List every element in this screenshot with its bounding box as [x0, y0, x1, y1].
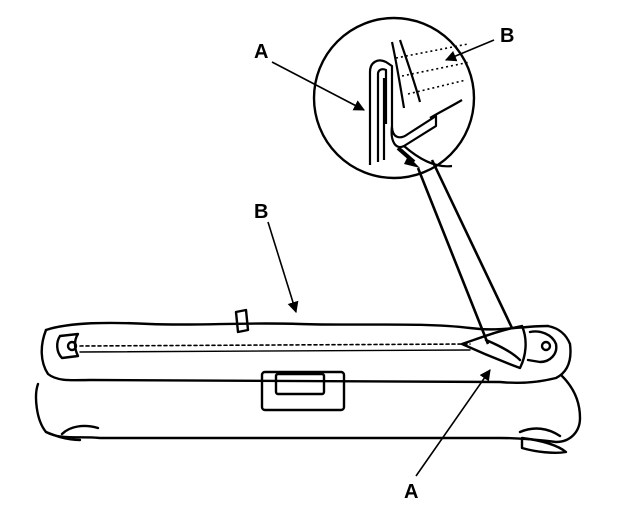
seam-line: [79, 343, 471, 347]
cover-body: [40, 324, 572, 384]
cover-clip: [234, 308, 250, 334]
right-end-cap: [526, 330, 558, 364]
pull-direction-arrow: [396, 146, 420, 168]
detail-dotted-lines: [395, 43, 471, 95]
detail-circle: [312, 16, 476, 180]
arrow-a-bottom: [415, 369, 491, 477]
lower-frame-inner: [60, 424, 562, 438]
handle-recess: [260, 370, 346, 412]
detail-leader-lines: [416, 159, 514, 345]
detail-clip-profile: [368, 39, 463, 168]
left-bolt: [66, 340, 78, 352]
callout-arrows: [267, 39, 495, 477]
left-foot: [44, 430, 82, 442]
arrow-a-top: [271, 61, 365, 111]
handle-inner: [274, 372, 326, 396]
cover-flap-fold: [484, 338, 522, 362]
cover-flap: [460, 324, 527, 370]
label-a-top: A: [254, 41, 268, 63]
label-b-mid: B: [254, 201, 268, 223]
seat-cover-assembly: [34, 308, 582, 454]
seam-line-lower: [79, 349, 471, 353]
label-b-top: B: [500, 25, 514, 47]
label-a-bottom: A: [404, 481, 418, 503]
left-end-cap: [56, 332, 80, 360]
detail-magnifier: [312, 16, 476, 180]
cover-top-edge: [44, 321, 550, 332]
right-bolt: [540, 340, 552, 352]
arrow-b-top: [444, 39, 495, 62]
arrow-b-mid: [267, 221, 299, 314]
right-foot: [520, 436, 568, 454]
